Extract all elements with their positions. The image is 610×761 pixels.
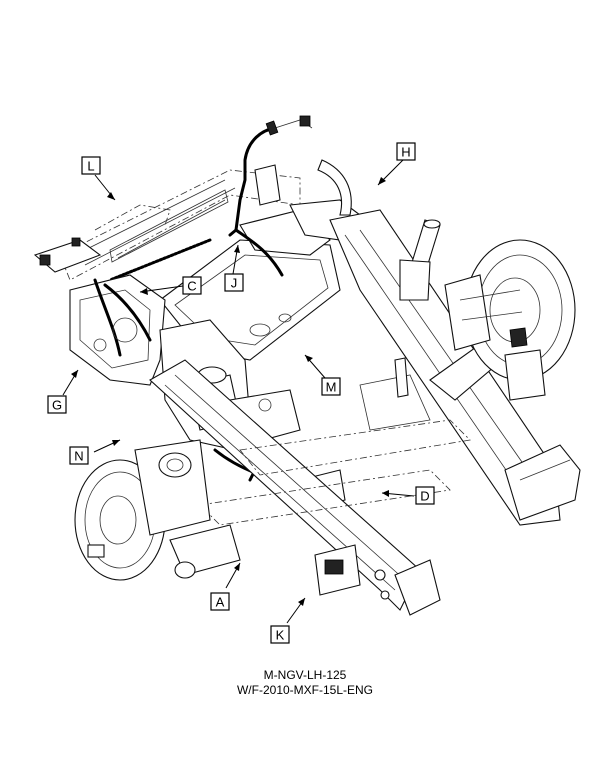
callout-K: K — [270, 625, 290, 644]
engine-front-cover — [33, 237, 166, 386]
callout-D: D — [415, 486, 435, 505]
intake-pipe — [317, 159, 441, 301]
svg-text:K: K — [276, 628, 285, 643]
svg-text:A: A — [216, 595, 225, 610]
callout-L: L — [81, 156, 101, 175]
svg-text:J: J — [231, 276, 238, 291]
svg-text:M: M — [326, 380, 337, 395]
callout-C: C — [182, 276, 202, 295]
callout-M: M — [321, 377, 341, 396]
callout-G: G — [47, 395, 67, 414]
svg-text:C: C — [187, 279, 196, 294]
right-hub-assembly — [444, 239, 576, 401]
svg-text:H: H — [401, 145, 410, 160]
figure-id: M-NGV-LH-125 — [263, 668, 347, 682]
left-frame-rail — [149, 359, 441, 616]
middle-crossmember — [199, 357, 471, 526]
svg-text:G: G — [52, 398, 62, 413]
wiring-harness-upper — [108, 115, 313, 282]
callout-A: A — [210, 592, 230, 611]
svg-text:L: L — [87, 159, 94, 174]
left-hub-assembly — [74, 439, 241, 581]
leader-lines — [62, 159, 415, 624]
callout-H: H — [396, 142, 416, 161]
svg-text:D: D — [420, 489, 429, 504]
svg-text:N: N — [74, 449, 83, 464]
figure-config: W/F-2010-MXF-15L-ENG — [236, 683, 374, 697]
callout-J: J — [224, 273, 244, 292]
callout-N: N — [69, 446, 89, 465]
